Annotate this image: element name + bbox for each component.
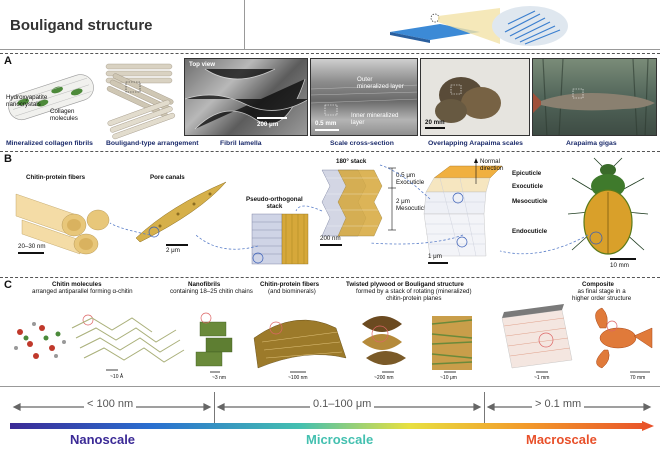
chitin-protein-fibers-subtitle: (and biominerals) (268, 288, 316, 295)
chitin-protein-fibers-label: Chitin-protein fibers (26, 174, 86, 181)
composite-subtitle: as final stage in a higher order structu… (572, 288, 632, 302)
composite-title: Composite (582, 281, 614, 288)
thickness-bracket (388, 167, 396, 231)
bouligand-header-illustration (390, 6, 568, 46)
pseudo-orthogonal-stack-diagram (251, 213, 309, 265)
overlapping-scales-photo: 20 mm (420, 58, 530, 136)
hierarchy-illustrations (14, 304, 653, 373)
caption-fibril-lamella: Fibril lamella (220, 140, 262, 147)
nanoscale-range: < 100 nm (84, 398, 137, 410)
scale-gradient-arrow (10, 421, 654, 431)
scale-label-20mm: 20 mm (425, 119, 445, 126)
size-label-10a: ~10 Å (110, 374, 124, 380)
beetle-illustration (567, 157, 649, 255)
scale-cross-section-photo: Outer mineralized layer Inner mineralize… (310, 58, 418, 136)
microscale-range: 0.1–100 μm (310, 398, 375, 410)
divider (484, 392, 485, 426)
scale-label-2um: 2 μm (166, 247, 180, 254)
endocuticle-label: Endocuticle (512, 228, 548, 235)
panel-b-connector-arrows (109, 164, 589, 255)
nanoscale-label: Nanoscale (70, 432, 136, 447)
exocuticle-label: Exocuticle (512, 183, 543, 190)
panel-a-label: A (4, 55, 12, 67)
size-label-100nm: ~100 nm (288, 375, 308, 381)
collagen-label: Collagen molecules (50, 108, 78, 122)
size-label-200nm: ~200 nm (374, 375, 394, 381)
header: Bouligand structure (0, 0, 660, 50)
scale-label-05mm: 0.5 mm (315, 120, 337, 127)
top-view-label: Top view (189, 61, 216, 68)
arapaima-photo (532, 58, 657, 136)
epicuticle-label: Epicuticle (512, 170, 542, 177)
scale-label-1um: 1 μm (428, 253, 442, 260)
caption-overlapping-scales: Overlapping Arapaima scales (428, 140, 523, 147)
outer-layer-label: Outer mineralized layer (357, 76, 404, 90)
panel-c (0, 277, 660, 381)
twisted-plywood-title: Twisted plywood or Bouligand structure (346, 281, 464, 288)
scale-label-200nm: 200 nm (320, 235, 341, 242)
size-label-1mm: ~1 mm (534, 375, 550, 381)
caption-mineralized-collagen-fibrils: Mineralized collagen fibrils (6, 140, 93, 147)
caption-scale-cross-section: Scale cross-section (330, 140, 394, 147)
pseudo-orthogonal-label: Pseudo-orthogonal stack (246, 196, 303, 210)
panel-a (0, 53, 660, 149)
inner-layer-label: Inner mineralized layer (351, 112, 399, 126)
scale-bar (320, 244, 342, 246)
scale-bar (428, 262, 448, 264)
twisted-plywood-subtitle: formed by a stack of rotating (mineraliz… (356, 288, 472, 302)
chitin-molecules-title: Chitin molecules (52, 281, 102, 288)
nanofibrils-title: Nanofibrils (188, 281, 221, 288)
chitin-protein-fibers-diagram (15, 193, 110, 255)
scale-bar (610, 258, 636, 260)
pore-canals-diagram (135, 181, 227, 243)
size-label-3nm: ~3 nm (212, 375, 227, 381)
mineralized-collagen-fibril-diagram (8, 74, 94, 121)
cuticle-layers-diagram (423, 158, 503, 257)
mesocuticle-label: Mesocuticle (512, 198, 548, 205)
microscale-label: Microscale (306, 432, 374, 447)
chitin-molecules-subtitle: arranged antiparallel forming α-chitin (32, 288, 133, 295)
pore-canals-label: Pore canals (150, 174, 185, 181)
macroscale-range: > 0.1 mm (532, 398, 585, 410)
macroscale-label: Macroscale (526, 432, 597, 447)
stack-180-label: 180° stack (336, 158, 367, 165)
bouligand-arrangement-diagram (105, 63, 176, 140)
scale-label-2030nm: 20–30 nm (18, 243, 46, 250)
fibril-lamella-photo: Top view 200 μm (184, 58, 308, 136)
normal-direction-label: Normal direction (480, 158, 504, 172)
hydroxyapatite-label: Hydroxyapatite nanocrystals (6, 94, 48, 108)
page-title: Bouligand structure (0, 0, 245, 50)
scale-bar (315, 129, 339, 131)
panel-b-label: B (4, 153, 12, 165)
divider (214, 392, 215, 426)
scale-label-10mm: 10 mm (610, 262, 629, 269)
scale-bar (425, 127, 445, 129)
size-label-70mm: 70 mm (630, 375, 646, 381)
nanofibrils-subtitle: containing 18–25 chitin chains (170, 288, 253, 295)
panel-c-label: C (4, 279, 12, 291)
scale-bar (257, 117, 287, 119)
caption-arapaima-gigas: Arapaima gigas (566, 140, 617, 147)
scale-bar (166, 244, 188, 246)
length-scale-section (0, 386, 660, 449)
scale-bar (18, 252, 44, 254)
panel-b (0, 151, 660, 275)
180-stack-diagram (321, 169, 383, 237)
size-label-10um: ~10 μm (440, 375, 457, 381)
chitin-protein-fibers-title: Chitin-protein fibers (260, 281, 320, 288)
caption-bouligand-arrangement: Bouligand-type arrangement (106, 140, 199, 147)
scale-label-200um: 200 μm (257, 121, 279, 128)
mesocuticle-thickness-label: 2 μm Mesocuticle (396, 198, 429, 212)
